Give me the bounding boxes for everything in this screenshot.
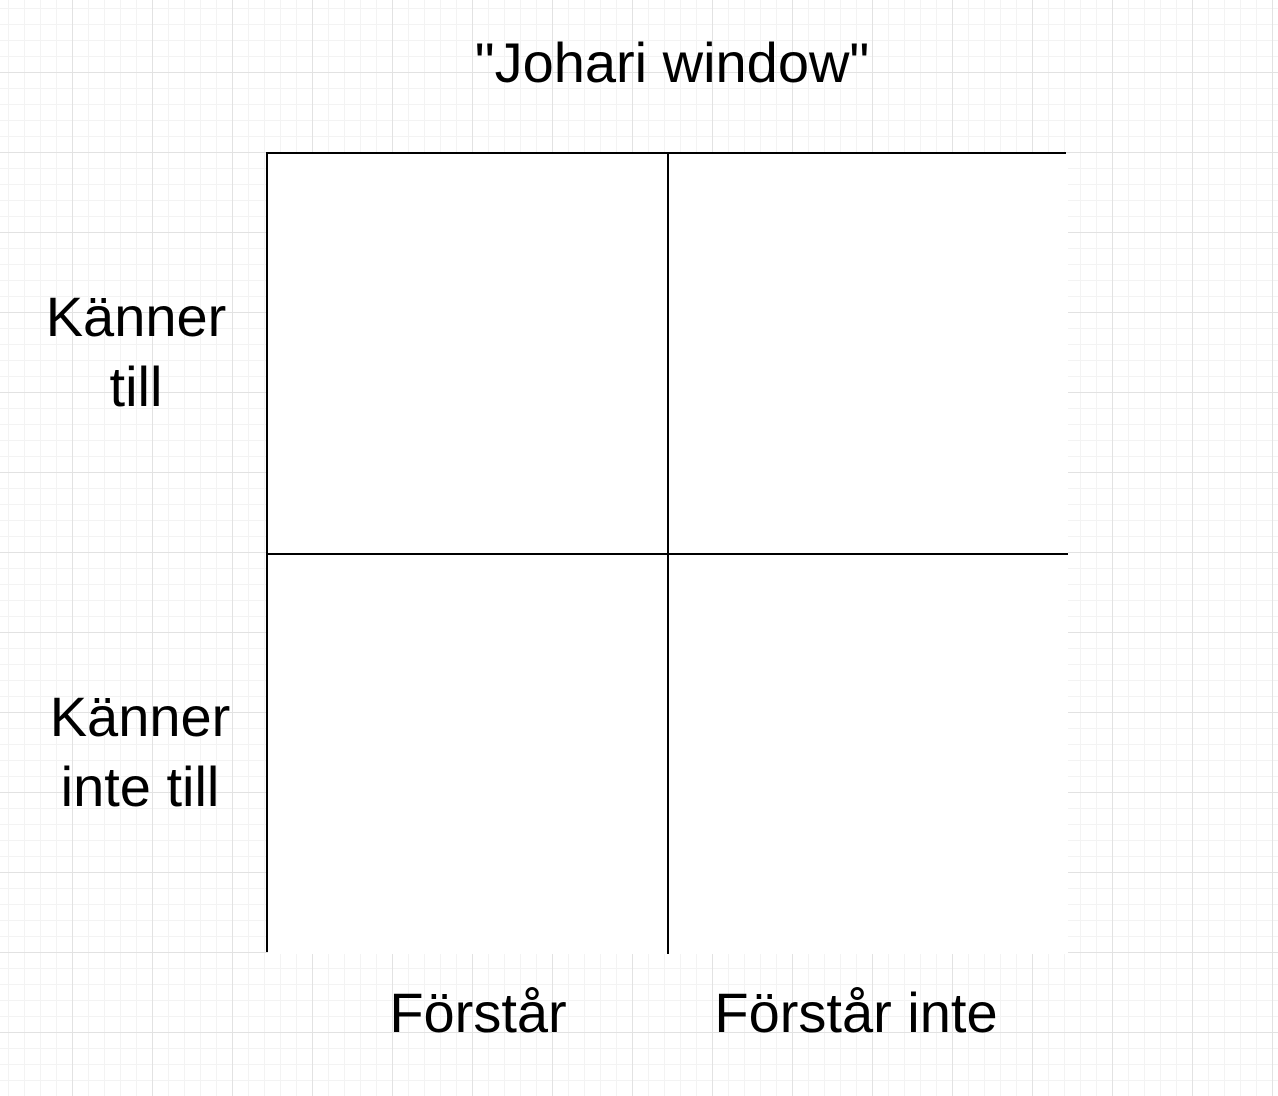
column-label-left: Förstår	[389, 981, 567, 1044]
quadrant-top-left	[268, 154, 668, 554]
row-label-bottom: Känner inte till	[20, 682, 260, 822]
quadrant-bottom-right	[668, 554, 1068, 954]
row-label-bottom-line2: inte till	[60, 755, 220, 818]
diagram-title: "Johari window"	[474, 31, 870, 94]
row-label-top-line2: till	[109, 355, 163, 418]
row-label-bottom-line1: Känner	[49, 685, 231, 748]
quadrant-top-right	[668, 154, 1068, 554]
quadrant-bottom-left	[268, 554, 668, 954]
row-label-top: Känner till	[16, 282, 256, 422]
column-label-right: Förstår inte	[714, 981, 998, 1044]
row-label-top-line1: Känner	[45, 285, 227, 348]
johari-grid	[266, 152, 1068, 954]
